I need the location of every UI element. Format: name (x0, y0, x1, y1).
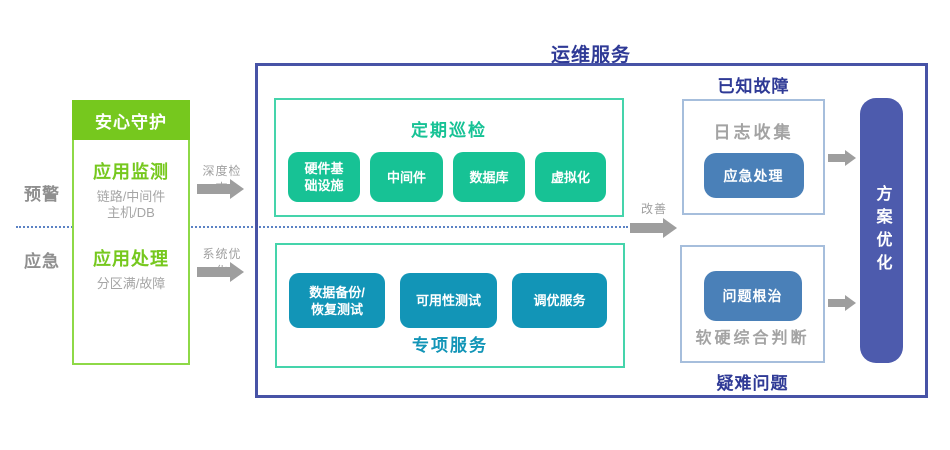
inspection-item-virtualization: 虚拟化 (535, 152, 606, 202)
known-fault-label: 已知故障 (717, 77, 790, 96)
guard-section-subtitle: 分区满/故障 (74, 276, 188, 292)
arrow-bar (630, 223, 663, 233)
special-item-tuning-service: 调优服务 (512, 273, 607, 328)
stage-divider-dotted-line (16, 226, 628, 228)
guard-sub-line: 分区满/故障 (96, 276, 166, 291)
arrow-head (230, 262, 244, 282)
guard-sub-line: 主机/DB (107, 205, 155, 220)
special-items-row: 数据备份/ 恢复测试 可用性测试 调优服务 (289, 273, 611, 328)
log-collection-title: 日志收集 (713, 123, 794, 142)
solution-optimization-label: 方案优化 (873, 184, 891, 277)
solution-optimization-box: 方案优化 (860, 98, 903, 363)
special-item-backup-restore: 数据备份/ 恢复测试 (289, 273, 385, 328)
deep-check-arrow-icon (197, 179, 244, 199)
arrow-head (663, 218, 677, 238)
improve-arrow-icon (630, 218, 677, 238)
arrow-head (845, 150, 856, 166)
judgement-title: 软硬综合判断 (695, 330, 810, 347)
inspection-item-middleware: 中间件 (370, 152, 443, 202)
guard-section-subtitle: 链路/中间件 主机/DB (74, 189, 188, 221)
known-fault-box: 日志收集 应急处理 (682, 99, 825, 215)
stage-label-alert: 预警 (24, 185, 60, 204)
ops-service-frame (255, 63, 928, 398)
special-service-box: 数据备份/ 恢复测试 可用性测试 调优服务 专项服务 (275, 243, 625, 368)
guard-section-title: 应用监测 (93, 162, 169, 182)
special-item-availability-test: 可用性测试 (400, 273, 497, 328)
inspection-items-row: 硬件基 础设施 中间件 数据库 虚拟化 (288, 152, 610, 202)
arrow-bar (197, 267, 230, 277)
arrow-bar (828, 154, 845, 162)
special-service-box-title: 专项服务 (412, 336, 488, 355)
hard-problem-box: 问题根治 软硬综合判断 (680, 245, 825, 363)
guard-section-handling: 应用处理 分区满/故障 (74, 245, 188, 292)
system-optimize-arrow-icon (197, 262, 244, 282)
guard-box-header: 安心守护 (72, 100, 190, 140)
improve-arrow-label: 改善 (640, 202, 667, 216)
arrow-head (230, 179, 244, 199)
known-fault-to-solution-arrow-icon (828, 150, 856, 166)
hard-problem-label: 疑难问题 (716, 374, 789, 393)
inspection-box: 定期巡检 硬件基 础设施 中间件 数据库 虚拟化 (274, 98, 624, 217)
guard-section-title: 应用处理 (93, 249, 169, 269)
guard-box: 安心守护 应用监测 链路/中间件 主机/DB 应用处理 分区满/故障 (72, 100, 190, 365)
inspection-box-title: 定期巡检 (411, 121, 487, 140)
arrow-head (845, 295, 856, 311)
arrow-bar (197, 184, 230, 194)
inspection-item-database: 数据库 (453, 152, 525, 202)
emergency-handling-pill: 应急处理 (703, 153, 804, 198)
hard-problem-to-solution-arrow-icon (828, 295, 856, 311)
root-cause-pill: 问题根治 (703, 271, 802, 321)
arrow-bar (828, 299, 845, 307)
main-title: 运维服务 (550, 45, 631, 66)
inspection-item-hardware: 硬件基 础设施 (288, 152, 360, 202)
guard-sub-line: 链路/中间件 (96, 189, 166, 204)
guard-section-monitoring: 应用监测 链路/中间件 主机/DB (74, 158, 188, 221)
stage-label-emergency: 应急 (24, 252, 60, 271)
